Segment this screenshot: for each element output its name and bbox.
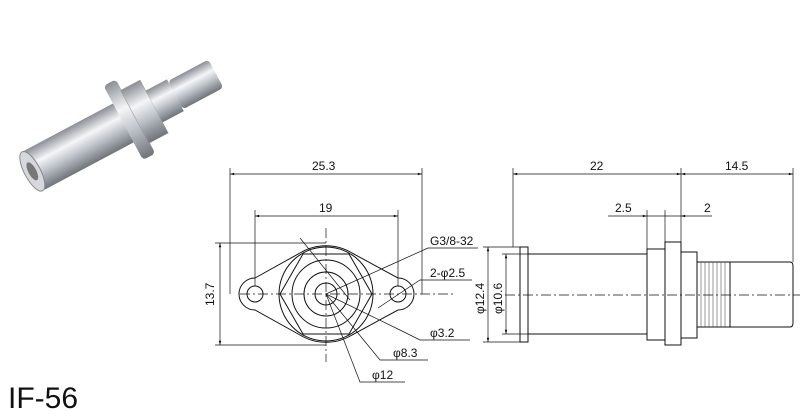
dim-overall-width: 25.3 — [312, 159, 336, 173]
label-thread: G3/8-32 — [430, 234, 474, 248]
side-view — [483, 168, 800, 346]
dim-height: 13.7 — [203, 282, 217, 306]
label-inner-dia: φ3.2 — [430, 326, 455, 340]
dim-flange-dia: φ12.4 — [473, 283, 487, 314]
dim-body-length: 22 — [590, 159, 604, 173]
dim-body-dia: φ10.6 — [491, 283, 505, 314]
front-view — [215, 168, 478, 383]
model-number: IF-56 — [8, 382, 79, 415]
label-outer-dia: φ12 — [372, 368, 393, 382]
dim-front-length: 14.5 — [725, 159, 749, 173]
dim-nut-width: 2.5 — [615, 201, 632, 215]
label-mid-dia: φ8.3 — [393, 346, 418, 360]
product-photo — [19, 60, 223, 192]
dim-hole-spacing: 19 — [319, 201, 333, 215]
dim-flange-width: 2 — [704, 201, 711, 215]
label-mount-holes: 2-φ2.5 — [430, 266, 465, 280]
